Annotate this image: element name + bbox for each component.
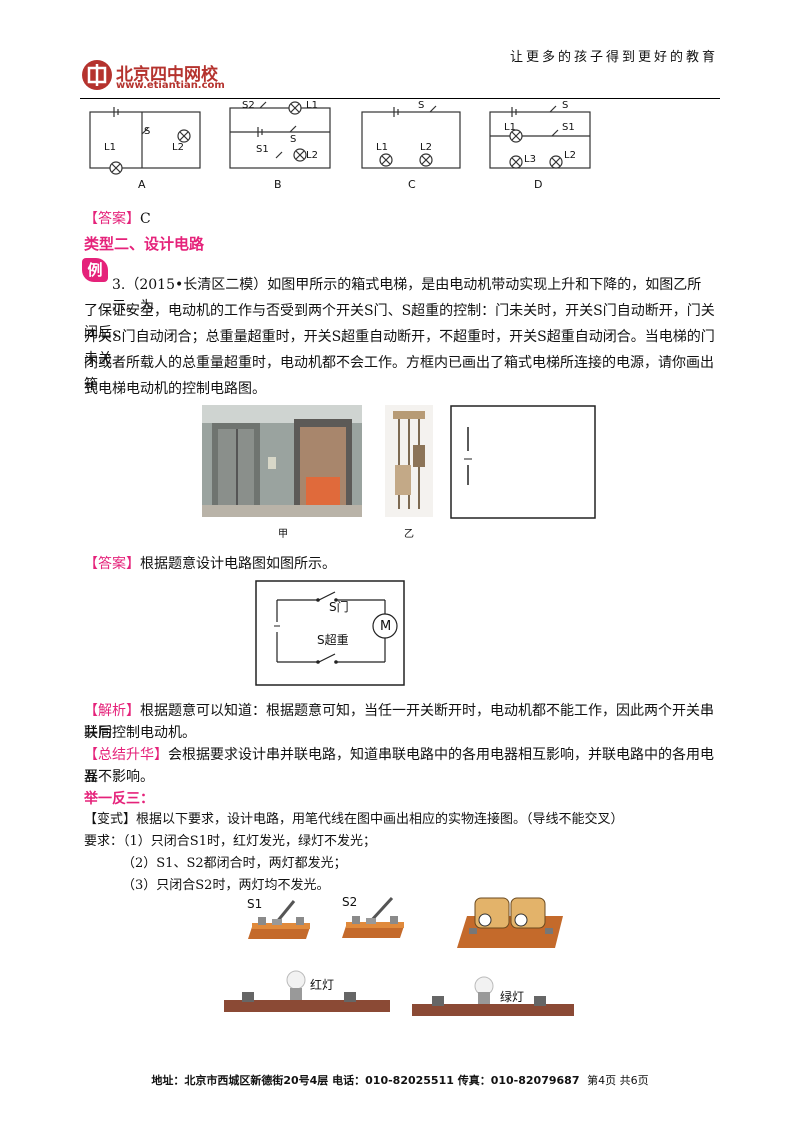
- variant-req-2: （2）S1、S2都闭合时，两灯都发光；: [122, 856, 347, 871]
- page-footer: 地址：北京市西城区新德街20号4层 电话：010-82025511 传真：010…: [151, 1074, 649, 1087]
- green-lamp-label: 绿灯: [500, 990, 525, 1004]
- figure-label-jia: 甲: [278, 529, 288, 540]
- example-badge: 例: [82, 258, 108, 282]
- circuit-a: [89, 107, 201, 175]
- school-logo: [82, 60, 112, 90]
- svg-text:L3: L3: [524, 154, 536, 165]
- svg-text:L2: L2: [564, 150, 576, 161]
- label-d: D: [534, 178, 543, 191]
- svg-text:L2: L2: [420, 142, 432, 153]
- analysis-line-1: 【解析】根据题意可以知道：根据题意可知，当任一开关断开时，电动机都不能工作，因此…: [84, 703, 714, 741]
- section-heading: 类型二、设计电路: [84, 235, 205, 253]
- problem-line-3: 开关S门自动闭合；总重量超重时，开关S超重自动断开，不超重时，开关S超重自动闭合…: [84, 329, 715, 367]
- svg-text:S: S: [562, 100, 568, 111]
- blank-answer-frame: [450, 405, 596, 519]
- switch-s2-image: [342, 896, 404, 938]
- logo-url: www.etiantian.com: [116, 80, 225, 91]
- circuit-b: [229, 101, 331, 169]
- analysis-line-2: 共同控制电动机。: [84, 725, 196, 741]
- summary-line-1: 【总结升华】会根据要求设计串并联电路，知道串联电路中的各用电器相互影响，并联电路…: [84, 747, 714, 785]
- svg-text:L1: L1: [504, 122, 516, 133]
- svg-text:S: S: [144, 126, 150, 137]
- label-a: A: [138, 178, 146, 191]
- answer-1: 【答案】C: [84, 211, 151, 227]
- circuit-c: [361, 105, 461, 169]
- figure-label-yi: 乙: [404, 529, 414, 540]
- red-lamp-label: 红灯: [310, 978, 335, 992]
- motor-label: M: [380, 619, 392, 634]
- switch-door-label: S门: [329, 600, 349, 614]
- circuit-d: [489, 105, 591, 169]
- svg-text:S1: S1: [256, 144, 269, 155]
- svg-text:L1: L1: [306, 100, 318, 111]
- svg-text:S: S: [418, 100, 424, 111]
- elevator-photo: [202, 405, 362, 517]
- green-lamp-board-image: [412, 976, 574, 1016]
- switch-s1-image: [248, 900, 310, 939]
- answer-circuit-diagram: [255, 580, 405, 686]
- variant-req-1: 要求：（1）只闭合S1时，红灯发光，绿灯不发光；: [84, 834, 376, 849]
- header-divider: [80, 98, 720, 99]
- label-b: B: [274, 178, 282, 191]
- problem-line-5: 式电梯电动机的控制电路图。: [84, 381, 266, 397]
- svg-text:L1: L1: [376, 142, 388, 153]
- problem-line-4: 闭或者所载人的总重量超重时，电动机都不会工作。方框内已画出了箱式电梯所连接的电源…: [84, 355, 714, 393]
- switch-overweight-label: S超重: [317, 633, 349, 647]
- logo-name: 北京四中网校: [116, 65, 218, 85]
- variant-question: 【变式】根据以下要求，设计电路，用笔代线在图中画出相应的实物连接图。（导线不能交…: [84, 812, 624, 827]
- battery-holder-image: [457, 897, 563, 948]
- red-lamp-board-image: [224, 970, 390, 1012]
- svg-text:L2: L2: [306, 150, 318, 161]
- motor-mechanism-image: [385, 405, 433, 517]
- switch-s1-label: S1: [247, 897, 263, 911]
- problem-line-2: 了保证安全，电动机的工作与否受到两个开关S门、S超重的控制：门未关时，开关S门自…: [84, 303, 715, 341]
- problem-line-1: 3.（2015•长清区二模）如图甲所示的箱式电梯，是由电动机带动实现上升和下降的…: [112, 277, 702, 315]
- variant-req-3: （3）只闭合S2时，两灯均不发光。: [122, 878, 330, 893]
- summary-line-2: 互不影响。: [84, 769, 154, 785]
- answer-2: 【答案】根据题意设计电路图如图所示。: [84, 556, 336, 572]
- practice-heading: 举一反三：: [84, 791, 154, 807]
- svg-text:S2: S2: [242, 100, 255, 111]
- svg-text:L2: L2: [172, 142, 184, 153]
- svg-text:S: S: [290, 134, 296, 145]
- svg-text:S1: S1: [562, 122, 575, 133]
- switch-s2-label: S2: [342, 895, 358, 909]
- header-slogan: 让更多的孩子得到更好的教育: [509, 50, 718, 65]
- label-c: C: [408, 178, 416, 191]
- svg-text:L1: L1: [104, 142, 116, 153]
